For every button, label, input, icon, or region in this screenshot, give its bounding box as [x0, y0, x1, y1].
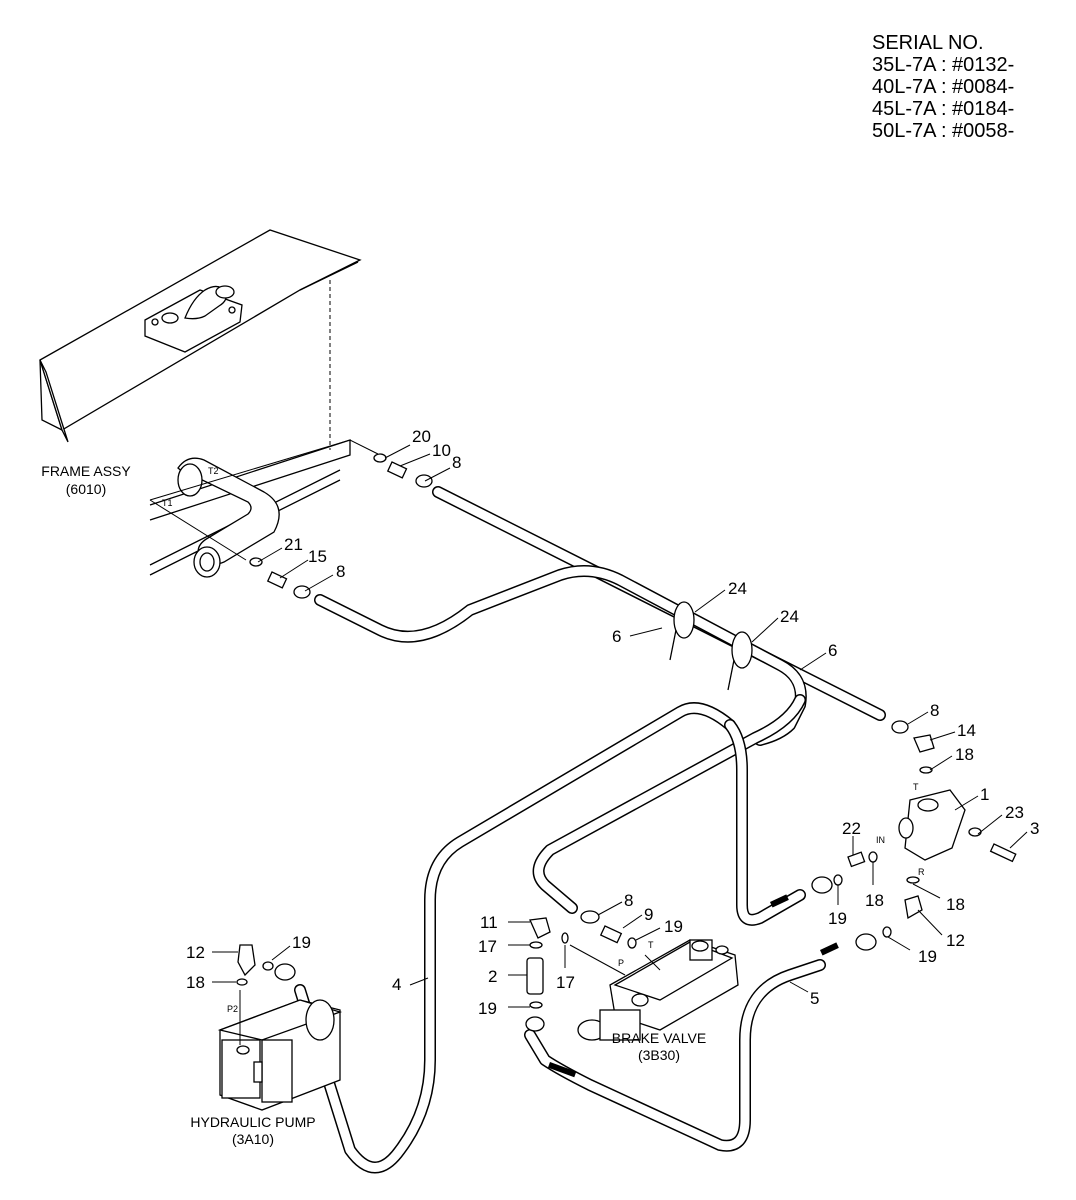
- frame-assy-label: FRAME ASSY: [41, 463, 131, 479]
- port-label-in: IN: [876, 835, 885, 845]
- callout-3: 3: [1030, 819, 1039, 838]
- callout-4: 4: [392, 975, 401, 994]
- hose-clamps: [669, 601, 753, 691]
- brake-valve: P T BRAKE VALVE (3B30): [569, 939, 739, 1063]
- port-label-p2: P2: [227, 1004, 238, 1014]
- callout-leaders: [212, 444, 1028, 1008]
- callout-23: 23: [1005, 803, 1024, 822]
- serial-line-45l: 45L-7A : #0184-: [872, 98, 1015, 120]
- serial-line-35l: 35L-7A : #0132-: [872, 54, 1015, 76]
- port-label-p: P: [618, 958, 624, 968]
- callout-17-right: 19: [664, 917, 683, 936]
- callout-1: 1: [980, 785, 989, 804]
- callout-12-right: 12: [946, 931, 965, 950]
- hose-pipes: [294, 486, 886, 1174]
- brake-valve-code: (3B30): [638, 1047, 680, 1063]
- callout-numbers: 20 10 8 21 15 8 24 24 6 6 8 14 18 1 23 3…: [186, 427, 1039, 1018]
- hydraulic-pump-label: HYDRAULIC PUMP: [190, 1114, 315, 1130]
- frame-assy-code: (6010): [66, 481, 106, 497]
- callout-8-lower: 8: [336, 562, 345, 581]
- port-label-t: T: [648, 940, 654, 950]
- callout-6-left: 6: [612, 627, 621, 646]
- frame-fittings: [249, 453, 433, 599]
- line-fittings: [525, 910, 637, 1032]
- callout-24-a: 24: [728, 579, 747, 598]
- callout-9: 9: [644, 905, 653, 924]
- port-label-r: R: [918, 867, 925, 877]
- callout-20: 20: [412, 427, 431, 446]
- port-label-t1: T1: [162, 498, 173, 508]
- callout-22: 22: [842, 819, 861, 838]
- serial-line-50l: 50L-7A : #0058-: [872, 120, 1015, 142]
- callout-5: 5: [810, 989, 819, 1008]
- callout-15: 15: [308, 547, 327, 566]
- callout-18-in: 18: [865, 891, 884, 910]
- callout-19-top-left: 17: [478, 937, 497, 956]
- callout-2: 2: [488, 967, 497, 986]
- callout-19-right: 19: [828, 909, 847, 928]
- callout-24-b: 24: [780, 607, 799, 626]
- callout-8-upper: 8: [452, 453, 461, 472]
- callout-8-mid: 8: [624, 891, 633, 910]
- callout-8-valve: 8: [930, 701, 939, 720]
- brake-valve-label: BRAKE VALVE: [612, 1030, 706, 1046]
- frame-assembly: T2 T1 FRAME ASSY (6010): [39, 229, 379, 578]
- callout-10: 10: [432, 441, 451, 460]
- callout-18-pump: 18: [186, 973, 205, 992]
- callout-19-lower-left: 19: [478, 999, 497, 1018]
- serial-line-40l: 40L-7A : #0084-: [872, 76, 1015, 98]
- pump-fittings: [236, 944, 296, 986]
- serial-number-block: SERIAL NO. 35L-7A : #0132- 40L-7A : #008…: [872, 32, 1014, 142]
- port-label-t2: T2: [208, 466, 219, 476]
- callout-17-left: 17: [556, 973, 575, 992]
- callout-21: 21: [284, 535, 303, 554]
- callout-14: 14: [957, 721, 976, 740]
- callout-6-right: 6: [828, 641, 837, 660]
- callout-19-pump: 19: [292, 933, 311, 952]
- hydraulic-pump-code: (3A10): [232, 1131, 274, 1147]
- callout-19-far-right: 19: [918, 947, 937, 966]
- callout-11: 11: [480, 913, 498, 932]
- callout-18-r: 18: [946, 895, 965, 914]
- callout-12-left: 12: [186, 943, 205, 962]
- hydraulic-pump: P2 HYDRAULIC PUMP (3A10): [190, 990, 343, 1147]
- serial-title: SERIAL NO.: [872, 32, 984, 54]
- callout-18-top: 18: [955, 745, 974, 764]
- port-label-t-valve: T: [913, 782, 919, 792]
